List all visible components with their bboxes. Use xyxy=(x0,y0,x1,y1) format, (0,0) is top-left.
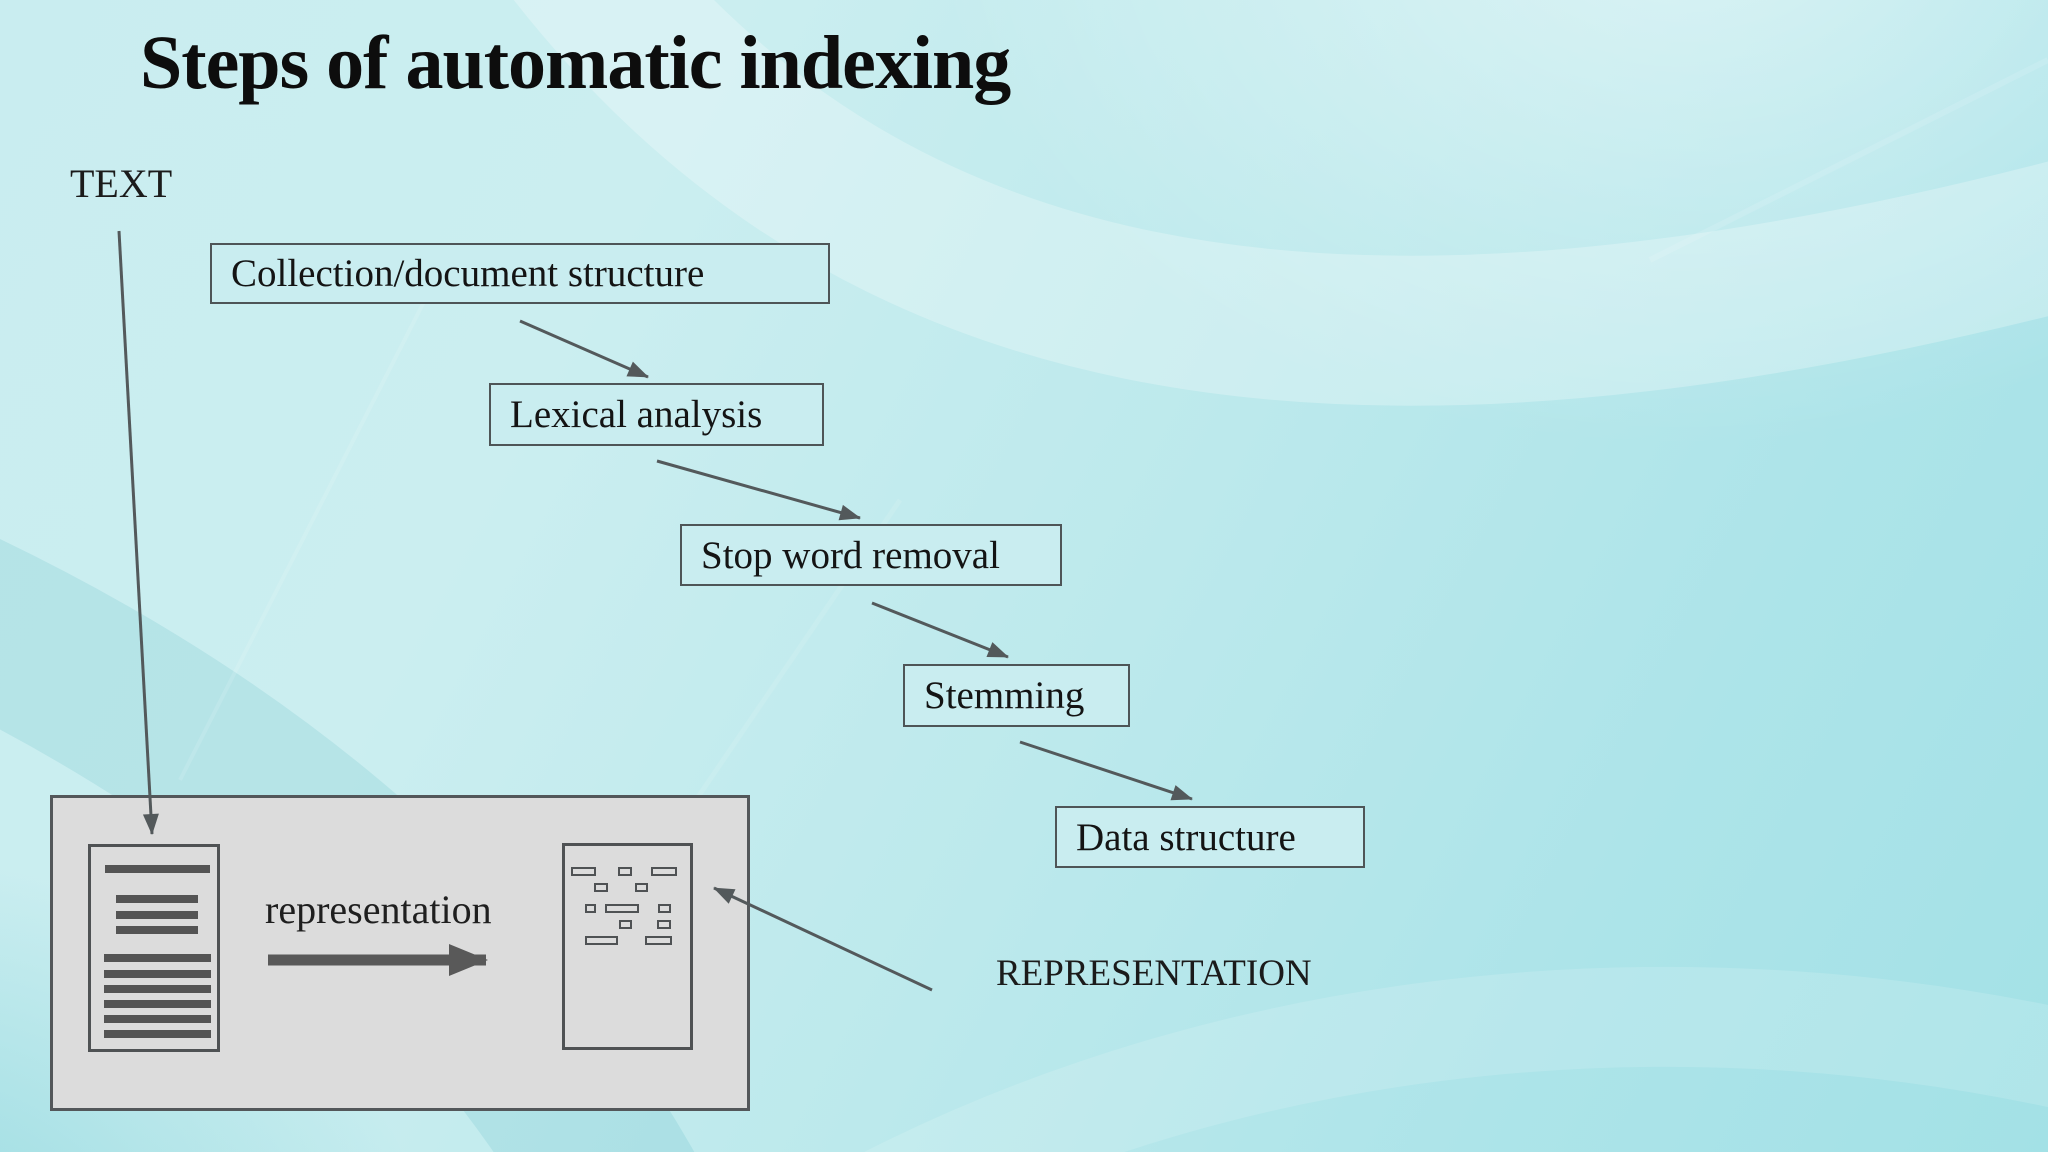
token-dash xyxy=(651,867,677,876)
flow-box-collection-document-structure: Collection/document structure xyxy=(210,243,830,304)
flow-box-stop-word-removal: Stop word removal xyxy=(680,524,1062,586)
text-line xyxy=(104,1030,211,1038)
text-line xyxy=(104,954,211,962)
text-line xyxy=(104,970,211,978)
flow-box-label: Stemming xyxy=(924,674,1085,717)
token-dash xyxy=(619,920,632,929)
representation-caption: representation xyxy=(265,887,492,932)
token-dash xyxy=(605,904,639,913)
token-dash xyxy=(657,920,671,929)
token-dash xyxy=(571,867,596,876)
arrow-step1-to-step2 xyxy=(519,319,649,379)
output-label-representation: REPRESENTATION xyxy=(996,953,1312,994)
token-dash xyxy=(645,936,672,945)
flow-box-label: Lexical analysis xyxy=(510,393,763,436)
flow-box-data-structure: Data structure xyxy=(1055,806,1365,868)
text-line xyxy=(116,926,198,934)
arrow-step2-to-step3 xyxy=(656,459,861,521)
flow-box-lexical-analysis: Lexical analysis xyxy=(489,383,824,446)
text-line xyxy=(104,985,211,993)
flow-box-stemming: Stemming xyxy=(903,664,1130,727)
arrow-step4-to-step5 xyxy=(1019,740,1193,801)
text-line xyxy=(116,895,198,903)
text-line xyxy=(105,865,210,873)
text-to-representation-panel: representation xyxy=(50,795,750,1111)
representation-document-icon xyxy=(562,843,693,1050)
token-dash xyxy=(594,883,608,892)
token-dash xyxy=(585,904,596,913)
text-line xyxy=(116,911,198,919)
text-document-icon xyxy=(88,844,220,1052)
arrow-step3-to-step4 xyxy=(871,601,1009,659)
flow-box-label: Data structure xyxy=(1076,815,1296,859)
flow-box-label: Stop word removal xyxy=(701,533,1000,577)
flow-box-label: Collection/document structure xyxy=(231,252,705,295)
token-dash xyxy=(585,936,618,945)
arrow-text-to-document xyxy=(117,230,159,835)
page-title: Steps of automatic indexing xyxy=(140,21,1011,105)
text-line xyxy=(104,1000,211,1008)
text-line xyxy=(104,1015,211,1023)
token-dash xyxy=(635,883,648,892)
token-dash xyxy=(618,867,632,876)
input-label-text: TEXT xyxy=(70,161,173,206)
token-dash xyxy=(658,904,671,913)
